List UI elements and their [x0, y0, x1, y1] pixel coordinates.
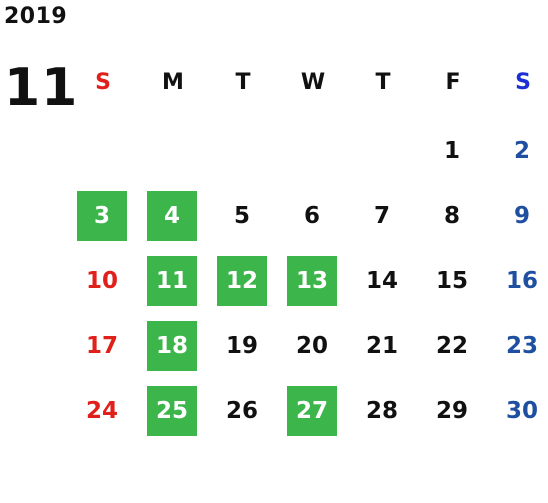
day-cell-12[interactable]: 12 — [217, 256, 267, 306]
day-cell-9[interactable]: 9 — [513, 203, 530, 229]
day-cell-23[interactable]: 23 — [505, 333, 538, 359]
weekday-header-sat: S — [515, 70, 531, 95]
day-cell-24[interactable]: 24 — [85, 398, 118, 424]
day-cell-11[interactable]: 11 — [147, 256, 197, 306]
year-label: 2019 — [4, 4, 68, 29]
day-cell-3[interactable]: 3 — [77, 191, 127, 241]
day-cell-5[interactable]: 5 — [233, 203, 250, 229]
day-cell-28[interactable]: 28 — [365, 398, 398, 424]
day-cell-25[interactable]: 25 — [147, 386, 197, 436]
day-cell-6[interactable]: 6 — [303, 203, 320, 229]
day-cell-19[interactable]: 19 — [225, 333, 258, 359]
day-cell-14[interactable]: 14 — [365, 268, 398, 294]
day-cell-1[interactable]: 1 — [443, 138, 460, 164]
weekday-header-thu: T — [375, 70, 391, 95]
day-cell-13[interactable]: 13 — [287, 256, 337, 306]
day-cell-21[interactable]: 21 — [365, 333, 398, 359]
day-cell-7[interactable]: 7 — [373, 203, 390, 229]
weekday-header-sun: S — [95, 70, 111, 95]
day-cell-4[interactable]: 4 — [147, 191, 197, 241]
day-cell-22[interactable]: 22 — [435, 333, 468, 359]
day-cell-30[interactable]: 30 — [505, 398, 538, 424]
month-label: 11 — [4, 58, 79, 118]
day-cell-20[interactable]: 20 — [295, 333, 328, 359]
day-cell-27[interactable]: 27 — [287, 386, 337, 436]
day-cell-10[interactable]: 10 — [85, 268, 118, 294]
day-cell-18[interactable]: 18 — [147, 321, 197, 371]
day-cell-16[interactable]: 16 — [505, 268, 538, 294]
weekday-header-fri: F — [445, 70, 461, 95]
weekday-header-wed: W — [300, 70, 326, 95]
day-cell-29[interactable]: 29 — [435, 398, 468, 424]
day-cell-26[interactable]: 26 — [225, 398, 258, 424]
day-cell-8[interactable]: 8 — [443, 203, 460, 229]
day-cell-2[interactable]: 2 — [513, 138, 530, 164]
weekday-header-tue: T — [235, 70, 251, 95]
weekday-header-mon: M — [162, 70, 184, 95]
day-cell-15[interactable]: 15 — [435, 268, 468, 294]
day-cell-17[interactable]: 17 — [85, 333, 118, 359]
